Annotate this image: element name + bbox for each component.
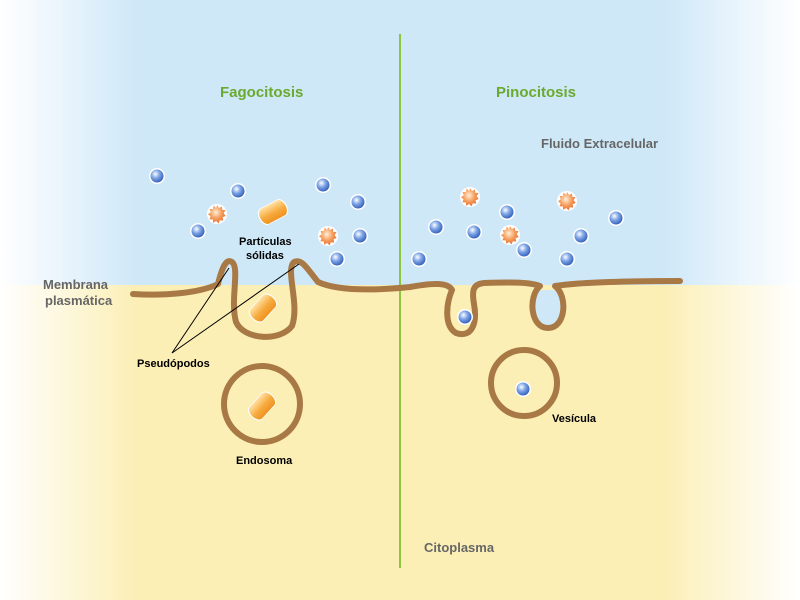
orange-particle-icon [318,226,338,246]
blue-particle-icon [515,381,531,397]
blue-particle-icon [466,224,482,240]
orange-particle-icon [500,225,520,245]
fluido-extracelular-label: Fluido Extracelular [541,136,659,151]
blue-particle-icon [499,204,515,220]
vesicle-fluid [532,290,563,328]
blue-particle-icon [608,210,624,226]
blue-particle-icon [411,251,427,267]
membrana-label-line1: Membrana [43,277,109,292]
vesicle-ring [488,347,560,419]
endosome-ring [221,363,303,445]
membrana-label-line2: plasmática [45,293,113,308]
blue-particle-icon [329,251,345,267]
vesicula-label: Vesícula [552,413,597,425]
blue-particle-icon [230,183,246,199]
pseudopodos-label: Pseudópodos [137,358,210,370]
blue-particle-icon [559,251,575,267]
particulas-label-line1: Partículas [239,236,292,248]
blue-particle-icon [573,228,589,244]
pseudopod-pointer [171,263,300,354]
blue-particle-icon [352,228,368,244]
orange-particle-icon [207,204,227,224]
orange-particle-icon [460,187,480,207]
particulas-label-line2: sólidas [246,250,284,262]
blue-particle-icon [149,168,165,184]
plasma-membrane [130,258,683,340]
pseudopod-pointer [171,267,230,354]
blue-particle-icon [315,177,331,193]
pinocitosis-title: Pinocitosis [496,84,577,101]
fagocitosis-title: Fagocitosis [220,84,304,101]
orange-particle-icon [557,191,577,211]
blue-particle-icon [457,309,473,325]
blue-particle-icon [350,194,366,210]
citoplasma-label: Citoplasma [424,540,495,555]
blue-particle-icon [516,242,532,258]
blue-particle-icon [190,223,206,239]
endosoma-label: Endosoma [236,455,293,467]
blue-particle-icon [428,219,444,235]
